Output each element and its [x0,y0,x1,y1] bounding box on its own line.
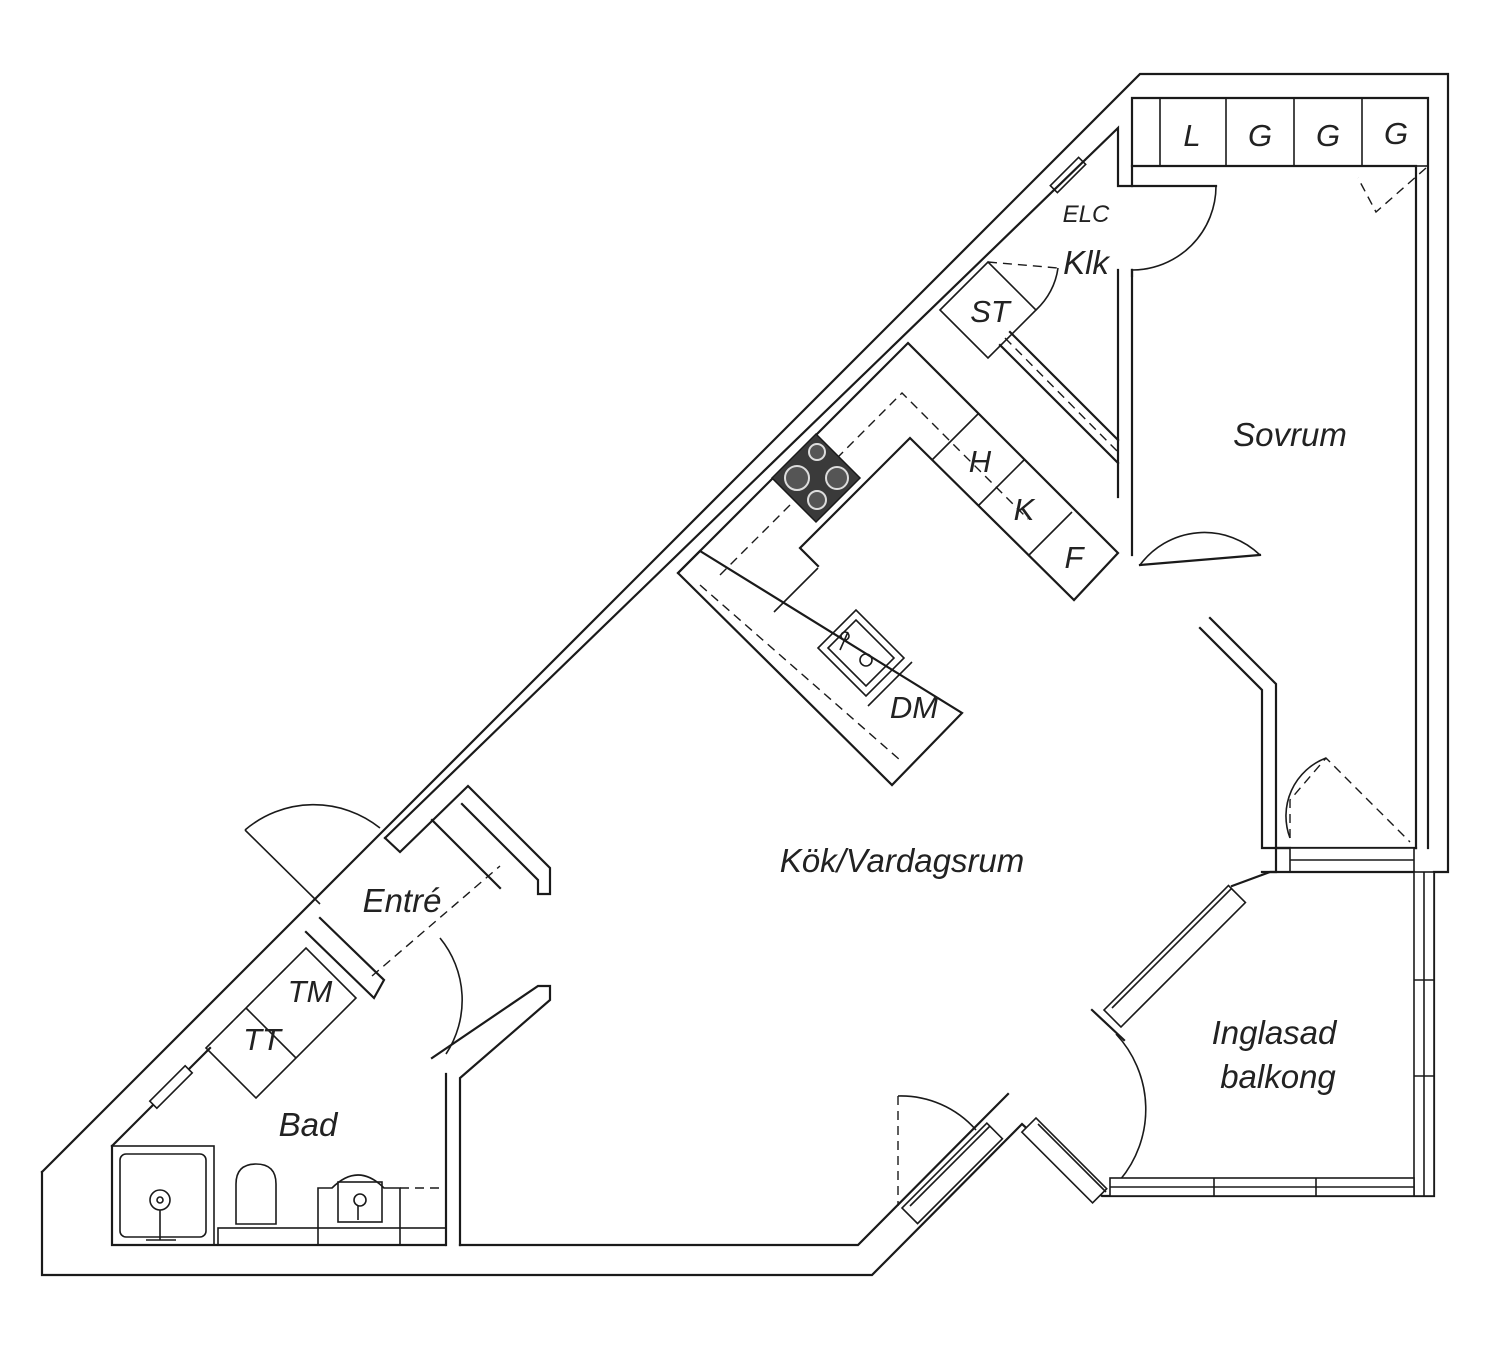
entre-area [244,784,552,1247]
room-label-balkong: balkong [1220,1058,1336,1095]
stove [770,432,862,524]
room-label-bad: Bad [279,1106,339,1143]
toilet [217,1163,447,1246]
fixture-label-g3: G [1384,116,1408,151]
entrance-door-swing [244,803,381,831]
living-windows [897,884,1247,1225]
balcony-glazing [1109,846,1435,1197]
kitchen-sink [816,608,906,698]
bad-area [111,946,447,1246]
labels: Kök/Vardagsrum Sovrum Entré Bad Klk Ingl… [243,116,1408,1143]
sovrum-walls [1116,97,1429,873]
room-label-inglasad: Inglasad [1212,1014,1338,1051]
sovrum-door-swing [1139,531,1261,566]
fixture-label-l: L [1183,118,1200,153]
fixture-label-g1: G [1248,118,1272,153]
fixture-label-f: F [1065,540,1086,575]
room-label-kok-vardagsrum: Kök/Vardagsrum [780,842,1025,879]
elc-panel [1049,156,1087,194]
kitchen [676,341,1120,787]
living-balcony-door-swing [897,1095,977,1131]
fixture-label-k: K [1014,492,1036,527]
klk-door-swing [1131,185,1217,271]
room-label-klk: Klk [1063,244,1110,281]
fixture-label-tm: TM [288,974,333,1009]
klk-area [938,156,1218,465]
fixture-label-elc: ELC [1063,201,1110,228]
fixture-label-st: ST [970,294,1012,329]
fixture-label-h: H [969,444,992,479]
fixture-label-dm: DM [890,690,938,725]
glazed-balcony-door-swing [1115,1033,1147,1181]
fixture-label-g2: G [1316,118,1340,153]
bad-door-swing [439,937,463,1055]
washbasin [317,1174,446,1245]
shower [111,1145,215,1246]
room-label-sovrum: Sovrum [1233,416,1347,453]
room-label-entre: Entré [363,882,442,919]
washer-dryer [204,946,358,1100]
fixture-label-tt: TT [243,1022,283,1057]
